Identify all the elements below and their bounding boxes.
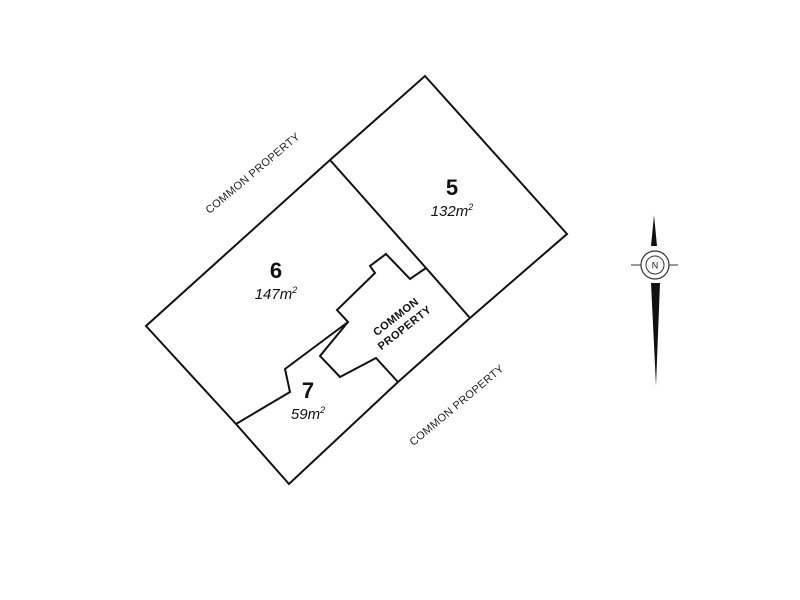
lot-6-number: 6 (270, 258, 282, 283)
north-letter: N (652, 261, 659, 271)
north-arrow-bottom-needle (651, 283, 660, 386)
inner-common-property-label: COMMON PROPERTY (371, 296, 434, 353)
lot5-lot6-boundary (329, 159, 427, 269)
north-arrow-inner-ring (645, 255, 665, 275)
lot-5-number: 5 (446, 175, 458, 200)
lot-6-area: 147m2 (255, 285, 298, 303)
common-property-label-bottom: COMMON PROPERTY (408, 363, 507, 449)
site-boundary (144, 74, 569, 486)
lot-5-area: 132m2 (431, 202, 474, 220)
north-arrow-top-needle (651, 215, 657, 246)
lot-7-number: 7 (302, 378, 314, 403)
common-property-label-top: COMMON PROPERTY (204, 131, 303, 217)
north-arrow: N (631, 215, 678, 386)
lot-7-area: 59m2 (291, 405, 325, 423)
common-property-boundary (235, 252, 471, 425)
lot7-common-boundary (318, 321, 399, 383)
